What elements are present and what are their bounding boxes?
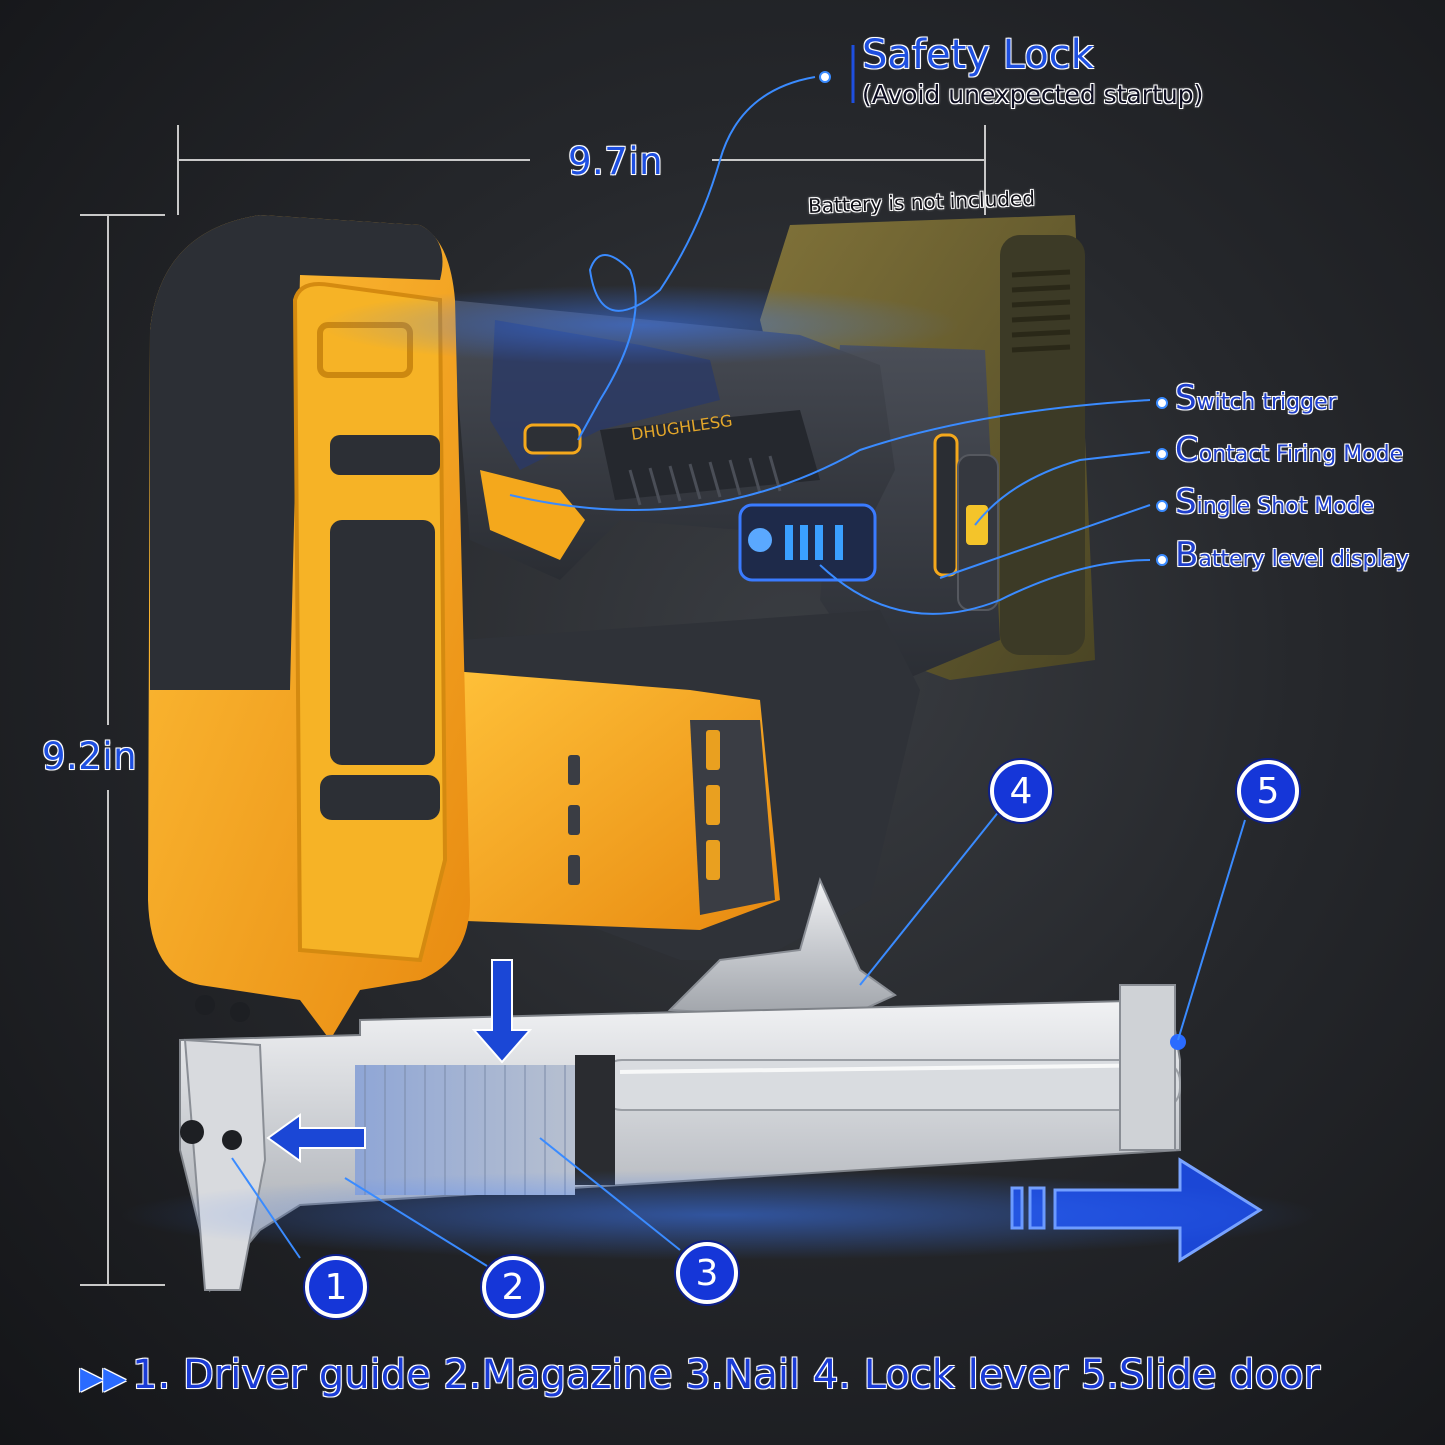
feature-single-shot-mode: Single Shot Mode	[1175, 482, 1374, 522]
feature-label: ontact Firing Mode	[1198, 442, 1404, 467]
down-arrow	[471, 959, 533, 1064]
feature-label: attery level display	[1198, 547, 1410, 572]
feature-initial: S	[1175, 482, 1197, 522]
leader-lines	[231, 76, 1246, 1267]
feature-initial: S	[1175, 378, 1197, 418]
parts-legend: ▶▶1. Driver guide 2.Magazine 3.Nail 4. L…	[80, 1352, 1320, 1398]
callout-badge-1: 1	[305, 1256, 367, 1318]
width-dimension-label: 9.7in	[568, 140, 664, 183]
feature-switch-trigger: Switch trigger	[1175, 378, 1337, 418]
left-arrow	[266, 1113, 366, 1163]
feature-label: witch trigger	[1196, 390, 1337, 415]
width-dimension-line	[177, 125, 986, 215]
feature-battery-level-display: Battery level display	[1175, 535, 1409, 575]
height-dimension-line	[80, 214, 165, 1286]
safety-lock-title: Safety Lock	[862, 32, 1094, 78]
feature-initial: B	[1175, 535, 1199, 575]
callout-badge-3: 3	[676, 1242, 738, 1304]
callout-badge-2: 2	[482, 1256, 544, 1318]
feature-contact-firing-mode: Contact Firing Mode	[1175, 430, 1403, 470]
height-dimension-label: 9.2in	[42, 735, 138, 778]
safety-lock-switch	[523, 423, 582, 455]
legend-text: 1. Driver guide 2.Magazine 3.Nail 4. Loc…	[132, 1352, 1321, 1398]
safety-lock-subtitle: (Avoid unexpected startup)	[862, 80, 1204, 109]
feature-label: ingle Shot Mode	[1196, 494, 1375, 519]
feature-initial: C	[1175, 430, 1199, 470]
callout-badge-4: 4	[990, 760, 1052, 822]
driver-guide	[183, 1038, 267, 1291]
callout-badge-5: 5	[1237, 760, 1299, 822]
double-arrow-icon: ▶▶	[80, 1361, 127, 1396]
